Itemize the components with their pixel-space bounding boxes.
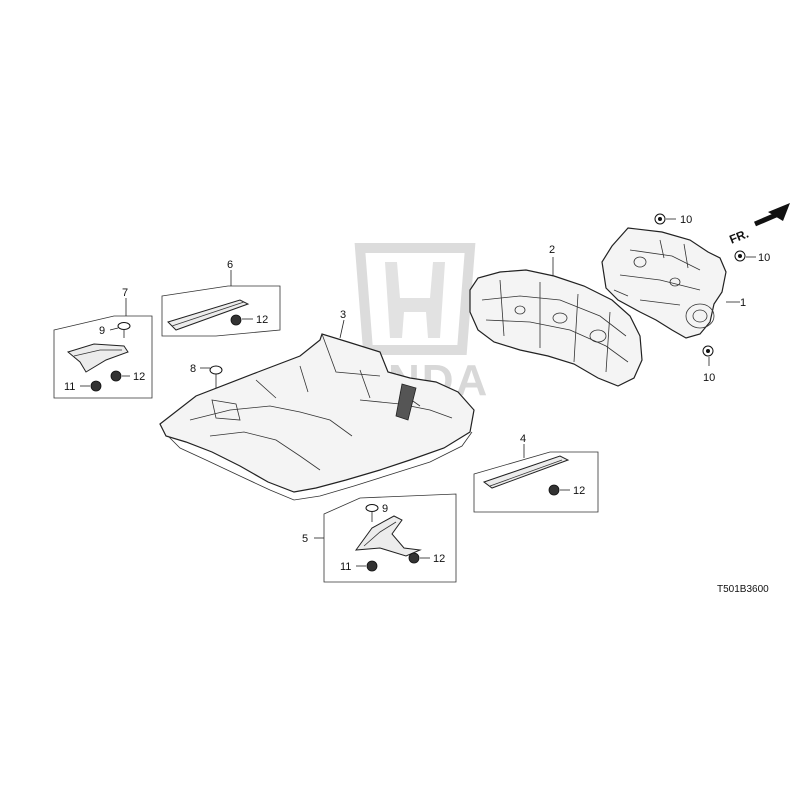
part-5-clip-12 <box>408 552 430 564</box>
part-7-clip-11 <box>80 380 102 392</box>
callout-part-10-right: 10 <box>758 252 770 264</box>
callout-part-11-rear: 11 <box>340 561 351 573</box>
callout-part-11-front: 11 <box>64 381 75 393</box>
part-4-box <box>473 451 599 513</box>
callout-part-12-box7: 12 <box>133 371 145 383</box>
callout-part-12-box6: 12 <box>256 314 268 326</box>
part-5-clip-9 <box>365 504 379 522</box>
front-direction-label: FR. <box>727 226 750 246</box>
callout-part-9-rear: 9 <box>382 503 388 515</box>
part-7-clip-9 <box>109 322 131 338</box>
callout-part-7: 7 <box>122 287 128 299</box>
part-1-dashboard-outer-insulator <box>601 227 727 339</box>
callout-part-6: 6 <box>227 259 233 271</box>
callout-part-2: 2 <box>549 244 555 256</box>
callout-part-4: 4 <box>520 433 526 445</box>
part-8-clip <box>209 365 223 388</box>
part-5-clip-11 <box>356 560 378 572</box>
leader-lines <box>125 257 740 539</box>
part-6-clip-12 <box>230 314 253 326</box>
front-direction-arrow: FR. <box>727 203 790 247</box>
part-10-clips <box>654 213 756 366</box>
part-7-box <box>53 315 153 399</box>
callout-part-10-top: 10 <box>680 214 692 226</box>
part-4-clip-12 <box>548 484 570 496</box>
callout-part-1: 1 <box>740 297 746 309</box>
part-2-dashboard-inner-insulator <box>469 269 643 387</box>
callout-part-5: 5 <box>302 533 308 545</box>
part-3-floor-carpet <box>159 333 475 501</box>
callout-part-3: 3 <box>340 309 346 321</box>
callout-part-9-front: 9 <box>99 325 105 337</box>
callout-part-10-bottom: 10 <box>703 372 715 384</box>
part-6-box <box>161 285 281 337</box>
callout-part-12-box5: 12 <box>433 553 445 565</box>
callout-labels: 1 2 3 4 5 6 7 8 9 9 10 10 10 11 11 12 12… <box>64 214 770 573</box>
part-7-clip-12 <box>110 370 130 382</box>
callout-part-8: 8 <box>190 363 196 375</box>
diagram-code: T501B3600 <box>717 584 769 595</box>
callout-part-12-box4: 12 <box>573 485 585 497</box>
part-5-box <box>323 493 457 583</box>
